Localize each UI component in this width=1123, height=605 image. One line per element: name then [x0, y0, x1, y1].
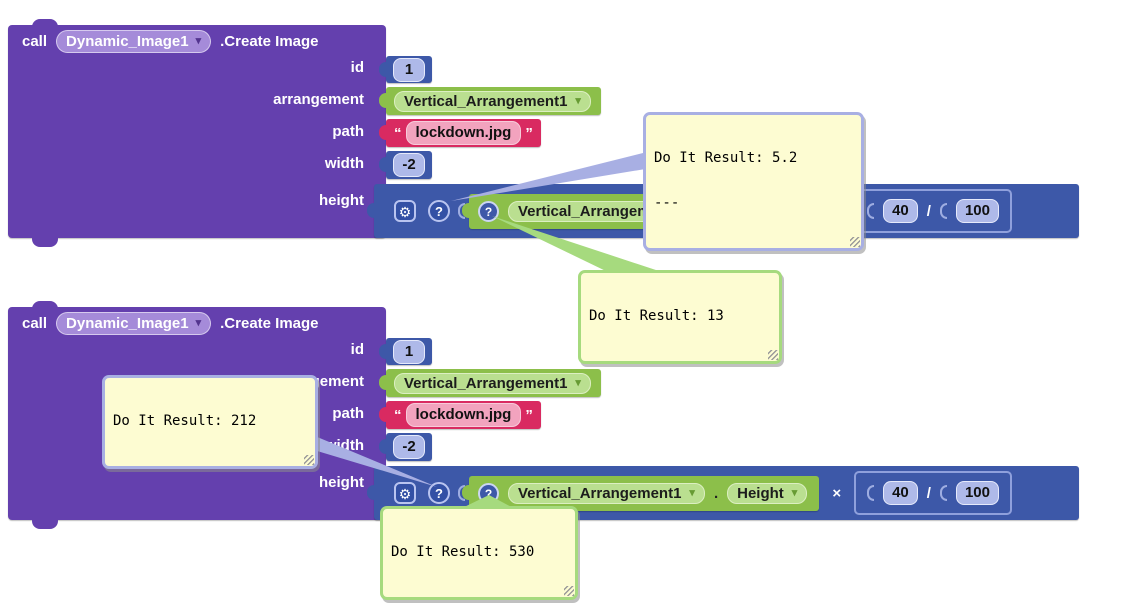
arrangement-dropdown-value: Vertical_Arrangement1 — [404, 374, 568, 392]
comment-question-icon[interactable]: ? — [478, 200, 499, 222]
arrangement-dropdown-value: Vertical_Arrangement1 — [404, 92, 568, 110]
number-field[interactable]: 40 — [883, 199, 918, 223]
param-label-width: width — [324, 155, 364, 172]
number-field[interactable]: -2 — [393, 153, 425, 177]
input-socket — [458, 203, 465, 219]
property-getter-block[interactable]: ? Vertical_Arrangement1 ▾ . Height ▾ — [461, 475, 820, 511]
text-field[interactable]: lockdown.jpg — [405, 403, 522, 427]
do-it-result-balloon-3[interactable]: Do It Result: 212 — [102, 375, 318, 469]
property-dropdown[interactable]: Height ▾ — [727, 482, 808, 504]
call-block-header: call Dynamic_Image1 ▾ .Create Image — [22, 30, 319, 53]
do-it-result-balloon-1[interactable]: Do It Result: 5.2 --- — [643, 112, 864, 251]
input-socket — [867, 203, 875, 219]
property-dropdown-value: Height — [737, 484, 784, 502]
divide-operator: / — [926, 484, 931, 502]
method-label: .Create Image — [220, 315, 319, 332]
number-field[interactable]: 100 — [955, 199, 999, 223]
comment-question-icon[interactable]: ? — [478, 482, 499, 504]
do-it-result-text: Do It Result: 212 — [113, 413, 257, 429]
text-block-path[interactable]: “ lockdown.jpg ” — [379, 401, 541, 429]
mutator-gear-icon[interactable]: ⚙ — [394, 200, 416, 222]
call-create-image-block-1[interactable]: call Dynamic_Image1 ▾ .Create Image id a… — [8, 19, 1118, 267]
input-socket — [939, 485, 947, 501]
arrangement-dropdown[interactable]: Vertical_Arrangement1 ▾ — [394, 90, 591, 112]
input-socket — [939, 203, 947, 219]
param-label-id: id — [350, 341, 364, 358]
multiply-operator: × — [832, 484, 842, 502]
previous-connector-bump — [32, 301, 58, 310]
param-label-path: path — [332, 123, 364, 140]
method-label: .Create Image — [220, 33, 319, 50]
division-block[interactable]: 40 / 100 — [854, 471, 1012, 515]
chevron-down-icon: ▾ — [575, 94, 581, 107]
component-dropdown[interactable]: Dynamic_Image1 ▾ — [56, 30, 212, 53]
divide-operator: / — [926, 202, 931, 220]
do-it-result-balloon-4[interactable]: Do It Result: 530 — [380, 506, 578, 600]
param-label-height: height — [319, 474, 364, 491]
input-socket — [867, 485, 875, 501]
number-field[interactable]: -2 — [393, 435, 425, 459]
number-field[interactable]: 40 — [883, 481, 918, 505]
open-quote: “ — [394, 406, 402, 424]
previous-connector-bump — [32, 19, 58, 28]
call-label: call — [22, 315, 48, 332]
chevron-down-icon: ▾ — [689, 486, 695, 499]
component-dropdown[interactable]: Vertical_Arrangement1 ▾ — [508, 482, 705, 504]
component-dropdown-value: Dynamic_Image1 — [66, 33, 189, 50]
do-it-result-text: Do It Result: 530 — [391, 544, 535, 560]
comment-question-icon[interactable]: ? — [428, 482, 450, 504]
text-field[interactable]: lockdown.jpg — [405, 121, 522, 145]
do-it-result-balloon-2[interactable]: Do It Result: 13 — [578, 270, 782, 364]
close-quote: ” — [525, 124, 533, 142]
component-getter-block-arrangement[interactable]: Vertical_Arrangement1 ▾ — [379, 87, 601, 115]
call-block-body[interactable] — [8, 25, 386, 238]
number-block-id[interactable]: 1 — [379, 56, 432, 83]
param-label-id: id — [350, 59, 364, 76]
component-dropdown-value: Dynamic_Image1 — [66, 315, 189, 332]
division-block[interactable]: 40 / 100 — [854, 189, 1012, 233]
arrangement-dropdown[interactable]: Vertical_Arrangement1 ▾ — [394, 372, 591, 394]
comment-question-icon[interactable]: ? — [428, 200, 450, 222]
chevron-down-icon: ▾ — [195, 35, 202, 47]
component-getter-block-arrangement[interactable]: Vertical_Arrangement1 ▾ — [379, 369, 601, 397]
number-field[interactable]: 1 — [393, 57, 425, 82]
next-connector-bump — [32, 238, 58, 247]
chevron-down-icon: ▾ — [575, 376, 581, 389]
number-block-id[interactable]: 1 — [379, 338, 432, 365]
number-block-width[interactable]: -2 — [379, 151, 432, 179]
number-field[interactable]: 100 — [955, 481, 999, 505]
param-label-height: height — [319, 192, 364, 209]
component-dropdown[interactable]: Dynamic_Image1 ▾ — [56, 312, 212, 335]
next-connector-bump — [32, 520, 58, 529]
close-quote: ” — [525, 406, 533, 424]
mutator-gear-icon[interactable]: ⚙ — [394, 482, 416, 504]
number-block-width[interactable]: -2 — [379, 433, 432, 461]
do-it-result-text: Do It Result: 5.2 — [654, 150, 798, 166]
dot-separator: . — [713, 484, 719, 502]
text-block-path[interactable]: “ lockdown.jpg ” — [379, 119, 541, 147]
chevron-down-icon: ▾ — [791, 486, 798, 499]
component-dropdown-value: Vertical_Arrangement1 — [518, 484, 682, 502]
component-dropdown-value: Vertical_Arrangement1 — [518, 202, 682, 220]
do-it-result-text: Do It Result: 13 — [589, 308, 724, 324]
chevron-down-icon: ▾ — [195, 317, 202, 329]
open-quote: “ — [394, 124, 402, 142]
call-label: call — [22, 33, 48, 50]
param-label-arrangement: arrangement — [273, 91, 364, 108]
multiply-block[interactable]: ⚙ ? ? Vertical_Arrangement1 ▾ . Height ▾… — [367, 466, 1079, 520]
number-field[interactable]: 1 — [393, 339, 425, 364]
do-it-result-text-line2: --- — [654, 195, 680, 211]
call-block-header: call Dynamic_Image1 ▾ .Create Image — [22, 312, 319, 335]
